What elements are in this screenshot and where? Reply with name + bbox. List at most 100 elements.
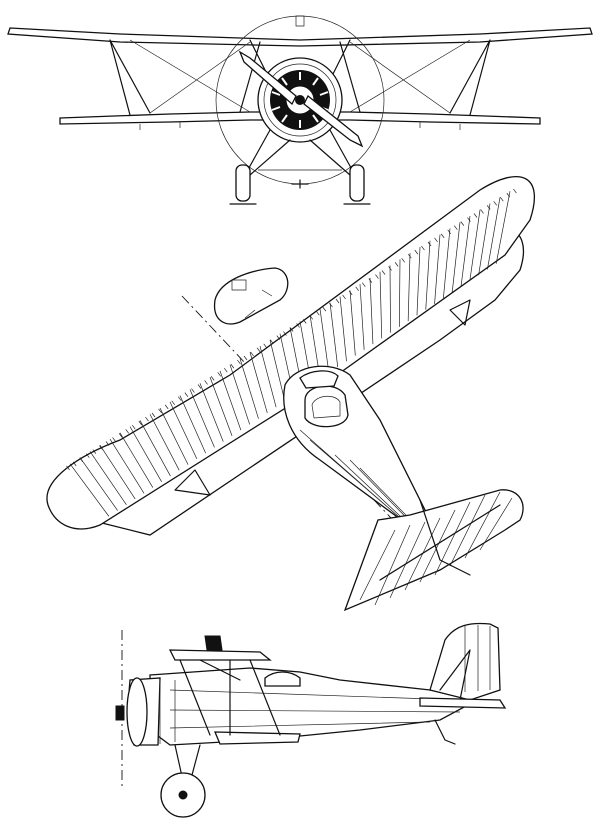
leading-edge-tick xyxy=(92,449,97,454)
leading-edge-tick xyxy=(86,453,90,458)
wing-rib xyxy=(478,203,491,276)
leading-edge-tick xyxy=(302,319,307,324)
leading-edge-tick xyxy=(151,412,156,418)
leading-edge-tick xyxy=(197,384,202,389)
leading-edge-tick xyxy=(427,241,432,247)
wing-rib xyxy=(259,345,277,408)
wing-rib xyxy=(189,389,215,448)
leading-edge-tick xyxy=(309,315,313,320)
leading-edge-tick xyxy=(283,331,287,336)
leading-edge-tick xyxy=(500,197,504,202)
leading-edge-tick xyxy=(329,302,333,308)
leading-edge-tick xyxy=(66,465,70,471)
drop-tank xyxy=(213,267,289,325)
top-view xyxy=(46,176,535,612)
leading-edge-tick xyxy=(256,347,261,353)
leading-edge-tick xyxy=(145,416,149,422)
leading-edge-tick xyxy=(125,429,129,434)
wing-rib xyxy=(139,420,171,477)
leading-edge-tick xyxy=(138,420,143,426)
leading-edge-tick xyxy=(164,404,169,410)
leading-edge-tick xyxy=(408,254,412,259)
wing-rib xyxy=(407,253,411,322)
leading-edge-tick xyxy=(296,323,300,328)
wing-rib xyxy=(329,302,339,368)
wing-rib xyxy=(239,358,259,419)
wing-rib xyxy=(369,277,374,345)
leading-edge-tick xyxy=(217,372,221,377)
wing-rib xyxy=(349,290,356,356)
leading-edge-tick xyxy=(276,335,281,340)
wing-rib xyxy=(398,259,401,327)
front-view xyxy=(7,15,593,205)
leading-edge-tick xyxy=(342,294,346,300)
leading-edge-tick xyxy=(335,298,340,304)
leading-edge-tick xyxy=(480,209,484,214)
leading-edge-tick xyxy=(375,274,379,279)
leading-edge-tick xyxy=(316,311,320,316)
leading-edge-tick xyxy=(270,339,274,344)
leading-edge-tick xyxy=(388,266,392,271)
leading-edge-tick xyxy=(381,270,386,275)
leading-edge-tick xyxy=(230,363,235,369)
wing-rib xyxy=(487,197,501,270)
leading-edge-tick xyxy=(506,192,511,198)
leading-edge-tick xyxy=(243,355,248,361)
leading-edge-tick xyxy=(210,376,215,381)
wing-rib xyxy=(199,383,224,442)
leading-edge-tick xyxy=(99,445,103,450)
leading-edge-tick xyxy=(72,461,77,467)
leading-edge-tick xyxy=(184,392,189,397)
leading-edge-tick xyxy=(171,400,175,405)
leading-edge-tick xyxy=(158,408,162,414)
leading-edge-tick xyxy=(401,258,405,263)
wing-rib xyxy=(69,463,110,517)
leading-edge-tick xyxy=(132,425,136,430)
leading-edge-tick xyxy=(322,306,327,312)
leading-edge-tick xyxy=(250,351,254,357)
leading-edge-tick xyxy=(493,201,497,206)
engine-cylinders xyxy=(270,70,330,130)
wing-rib xyxy=(109,438,145,494)
leading-edge-tick xyxy=(460,221,465,226)
leading-edge-tick xyxy=(394,262,399,267)
wing-rib xyxy=(434,234,441,304)
horizontal-tail xyxy=(343,489,524,612)
leading-edge-tick xyxy=(454,225,458,230)
leading-edge-tick xyxy=(362,282,366,287)
leading-edge-tick xyxy=(447,229,451,234)
leading-edge-tick xyxy=(440,233,445,239)
leading-edge-tick xyxy=(105,441,110,446)
wing-rib xyxy=(249,352,268,414)
wing-rib xyxy=(119,432,154,488)
side-view xyxy=(115,622,507,818)
wing-rib xyxy=(460,215,471,287)
wing-rib xyxy=(79,457,118,511)
leading-edge-tick xyxy=(224,368,228,373)
leading-edge-tick xyxy=(467,217,471,222)
leading-edge-tick xyxy=(118,433,123,438)
wing-rib xyxy=(469,209,481,282)
leading-edge-tick xyxy=(368,278,373,283)
wing-rib xyxy=(129,426,162,483)
wing-rib xyxy=(179,395,206,454)
wing-rib xyxy=(339,296,347,362)
wing-rib xyxy=(99,445,136,500)
leading-edge-tick xyxy=(191,388,195,393)
wing-rib xyxy=(425,240,431,310)
wing-rib xyxy=(379,271,383,339)
leading-edge-tick xyxy=(513,188,517,194)
wing-rib xyxy=(209,376,233,437)
leading-edge-tick xyxy=(112,437,116,442)
leading-edge-tick xyxy=(289,327,294,332)
wing-rib xyxy=(149,414,180,471)
leading-edge-tick xyxy=(421,245,425,251)
wing-rib xyxy=(219,370,242,431)
leading-edge-tick xyxy=(434,237,438,243)
wing-rib xyxy=(389,265,391,333)
leading-edge-tick xyxy=(414,249,419,255)
wing-rib xyxy=(416,246,421,316)
wing-rib xyxy=(269,339,286,402)
wing-rib xyxy=(319,308,330,373)
